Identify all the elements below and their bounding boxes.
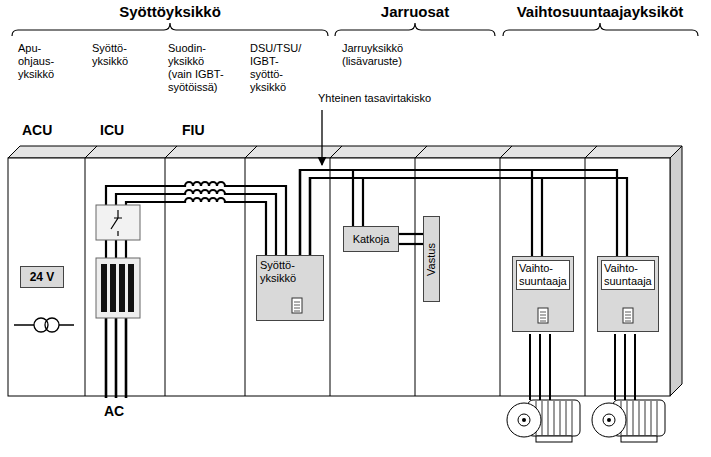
- supply-wire: [126, 198, 266, 255]
- group-bracket: [12, 23, 328, 36]
- device-icon: [540, 312, 546, 321]
- motor: [621, 401, 657, 435]
- motor: [536, 401, 572, 435]
- cabinet-row: [670, 146, 682, 396]
- cabinet-code: ACU: [22, 122, 52, 139]
- dc-wire: [399, 243, 423, 245]
- supply-label: AC: [104, 403, 124, 420]
- fuse-block: [119, 264, 125, 312]
- dc-wire: [300, 170, 532, 256]
- fuse-block: [96, 258, 140, 318]
- section-heading: Syöttöyksikkö: [119, 3, 221, 21]
- main-switch: [96, 205, 140, 240]
- unit-caption: Jarruyksikkö (lisävaruste): [342, 42, 418, 68]
- main-switch: [96, 205, 140, 240]
- inverter-box: Vaihto- suuntaaja: [512, 256, 574, 332]
- motor: [507, 403, 541, 437]
- dc-wire: [310, 178, 627, 256]
- box-text: Vastus: [425, 243, 438, 276]
- box-text: Vaihto- suuntaaja: [516, 260, 570, 290]
- device-icon: [538, 308, 548, 323]
- transformer-symbol: [14, 324, 74, 325]
- cabinet-row: [8, 146, 682, 158]
- motor: [522, 418, 526, 422]
- dc-connector: [300, 170, 542, 256]
- main-switch: [111, 210, 122, 236]
- device-icon: [625, 312, 631, 321]
- transformer-symbol: [34, 318, 48, 332]
- box-text: 24 V: [30, 271, 55, 284]
- box-text: Katkoja: [353, 233, 390, 246]
- device-icon: [294, 302, 300, 311]
- motor: [603, 414, 615, 426]
- motor: [592, 403, 626, 437]
- device-icon: [292, 298, 633, 323]
- unit-caption: Apu- ohjaus- yksikkö: [18, 42, 64, 81]
- group-bracket: [503, 23, 698, 36]
- fuse-block: [101, 264, 107, 312]
- cabinet-code: ICU: [100, 122, 124, 139]
- group-bracket: [12, 23, 698, 36]
- chopper-box: Katkoja: [343, 226, 399, 252]
- section-heading: Vaihtosuuntaajayksiköt: [517, 3, 684, 21]
- supply-wire: [106, 318, 126, 398]
- cabinet-code: FIU: [182, 122, 205, 139]
- unit-caption: DSU/TSU/ IGBT- syöttö- yksikkö: [250, 42, 306, 94]
- motor: [592, 334, 665, 442]
- fuse-block: [128, 264, 134, 312]
- dc-wire: [300, 170, 617, 256]
- motor: [615, 334, 635, 400]
- dc-connector: [300, 170, 627, 256]
- unit-caption: Syöttö- yksikkö: [92, 42, 138, 68]
- bus-caption: Yhteinen tasavirtakisko: [318, 92, 431, 105]
- dc-wire: [399, 233, 423, 235]
- supply-wire: [106, 240, 126, 258]
- unit-caption: Suodin- yksikkö (vain IGBT- syötöissä): [168, 42, 228, 94]
- section-heading: Jarruosat: [381, 3, 449, 21]
- inverter-box: Vaihto- suuntaaja: [597, 256, 659, 332]
- voltage-box: 24 V: [20, 266, 64, 288]
- bus-pointer: [321, 110, 322, 165]
- transformer-symbol: [14, 318, 74, 332]
- motor: [536, 436, 572, 442]
- cabinet-row: [85, 146, 597, 396]
- device-icon: [292, 298, 302, 313]
- dc-connector: [399, 234, 423, 244]
- motor: [607, 418, 611, 422]
- motor: [518, 414, 530, 426]
- transformer-symbol: [45, 318, 59, 332]
- box-text: Vaihto- suuntaaja: [601, 260, 655, 290]
- box-text: Syöttö- yksikkö: [260, 259, 296, 284]
- fuse-block: [110, 264, 116, 312]
- cabinet-row: [8, 146, 682, 396]
- bus-pointer: [321, 110, 322, 165]
- device-icon: [623, 308, 633, 323]
- fuse-block: [96, 258, 140, 318]
- motor: [507, 334, 580, 442]
- motor: [530, 334, 550, 400]
- resistor-box: Vastus: [423, 216, 440, 302]
- supply-unit-box: Syöttö- yksikkö: [256, 255, 324, 321]
- motor: [621, 436, 657, 442]
- group-bracket: [335, 23, 495, 36]
